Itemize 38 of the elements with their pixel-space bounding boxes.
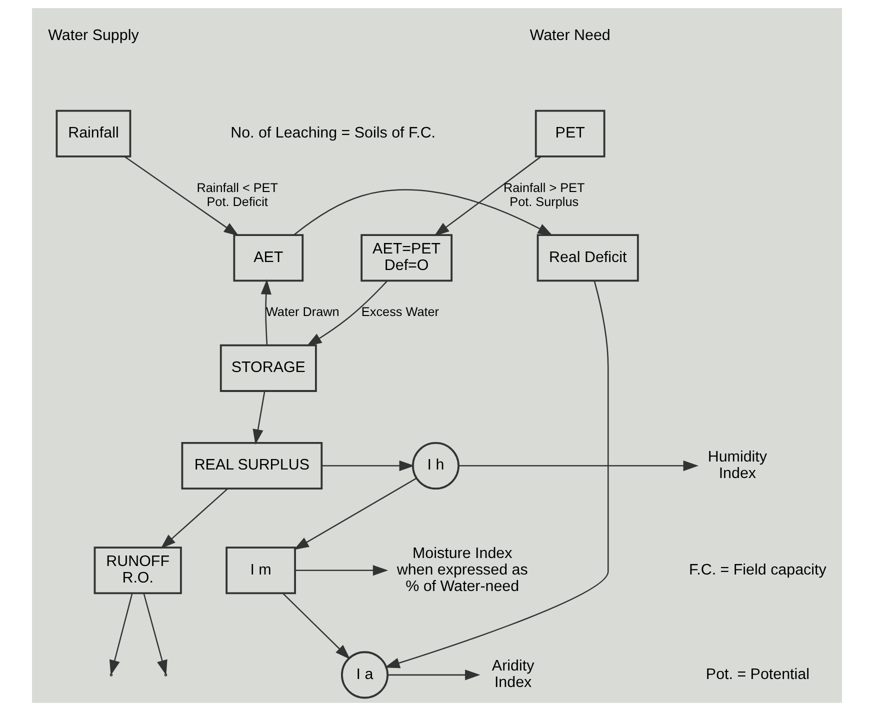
- node-text: Aridity Index: [492, 658, 534, 692]
- arrow: [260, 279, 272, 345]
- node-box: AET=PET Def=O: [360, 234, 453, 282]
- arrow: [252, 390, 266, 445]
- arrow: [124, 156, 239, 236]
- arrow: [384, 280, 609, 668]
- arrow: [143, 593, 168, 676]
- label: No. of Leaching = Soils of F.C.: [230, 124, 436, 142]
- edge-label: Excess Water: [361, 305, 440, 320]
- label: Water Supply: [48, 26, 139, 44]
- node-text: Moisture Index when expressed as % of Water-need: [396, 544, 528, 595]
- label: Water Need: [530, 26, 610, 44]
- edge-label: Rainfall < PET Pot. Deficit: [196, 180, 278, 209]
- arrow: [160, 488, 228, 549]
- arrow: [322, 460, 415, 472]
- node-box: Real Deficit: [536, 234, 639, 282]
- node-text: Humidity Index: [708, 448, 767, 482]
- arrow: [282, 592, 350, 660]
- node-circle: I h: [412, 442, 460, 490]
- arrow: [388, 670, 480, 680]
- arrow: [458, 460, 699, 472]
- label: F.C. = Field capacity: [689, 561, 826, 578]
- arrow: [434, 156, 542, 236]
- arrow: [294, 478, 417, 550]
- node-circle: I a: [340, 651, 389, 699]
- node-box: PET: [534, 110, 606, 158]
- node-box: RUNOFF R.O.: [94, 546, 182, 594]
- arrow: [294, 189, 554, 236]
- edge-label: Rainfall > PET Pot. Surplus: [503, 180, 585, 209]
- node-box: AET: [233, 234, 304, 282]
- arrow: [109, 593, 133, 676]
- node-box: REAL SURPLUS: [181, 442, 323, 490]
- node-box: Rainfall: [56, 110, 132, 158]
- arrow: [295, 565, 388, 576]
- node-box: STORAGE: [220, 344, 317, 392]
- label: Pot. = Potential: [706, 666, 810, 683]
- node-box: I m: [226, 546, 296, 594]
- arrow: [306, 280, 388, 346]
